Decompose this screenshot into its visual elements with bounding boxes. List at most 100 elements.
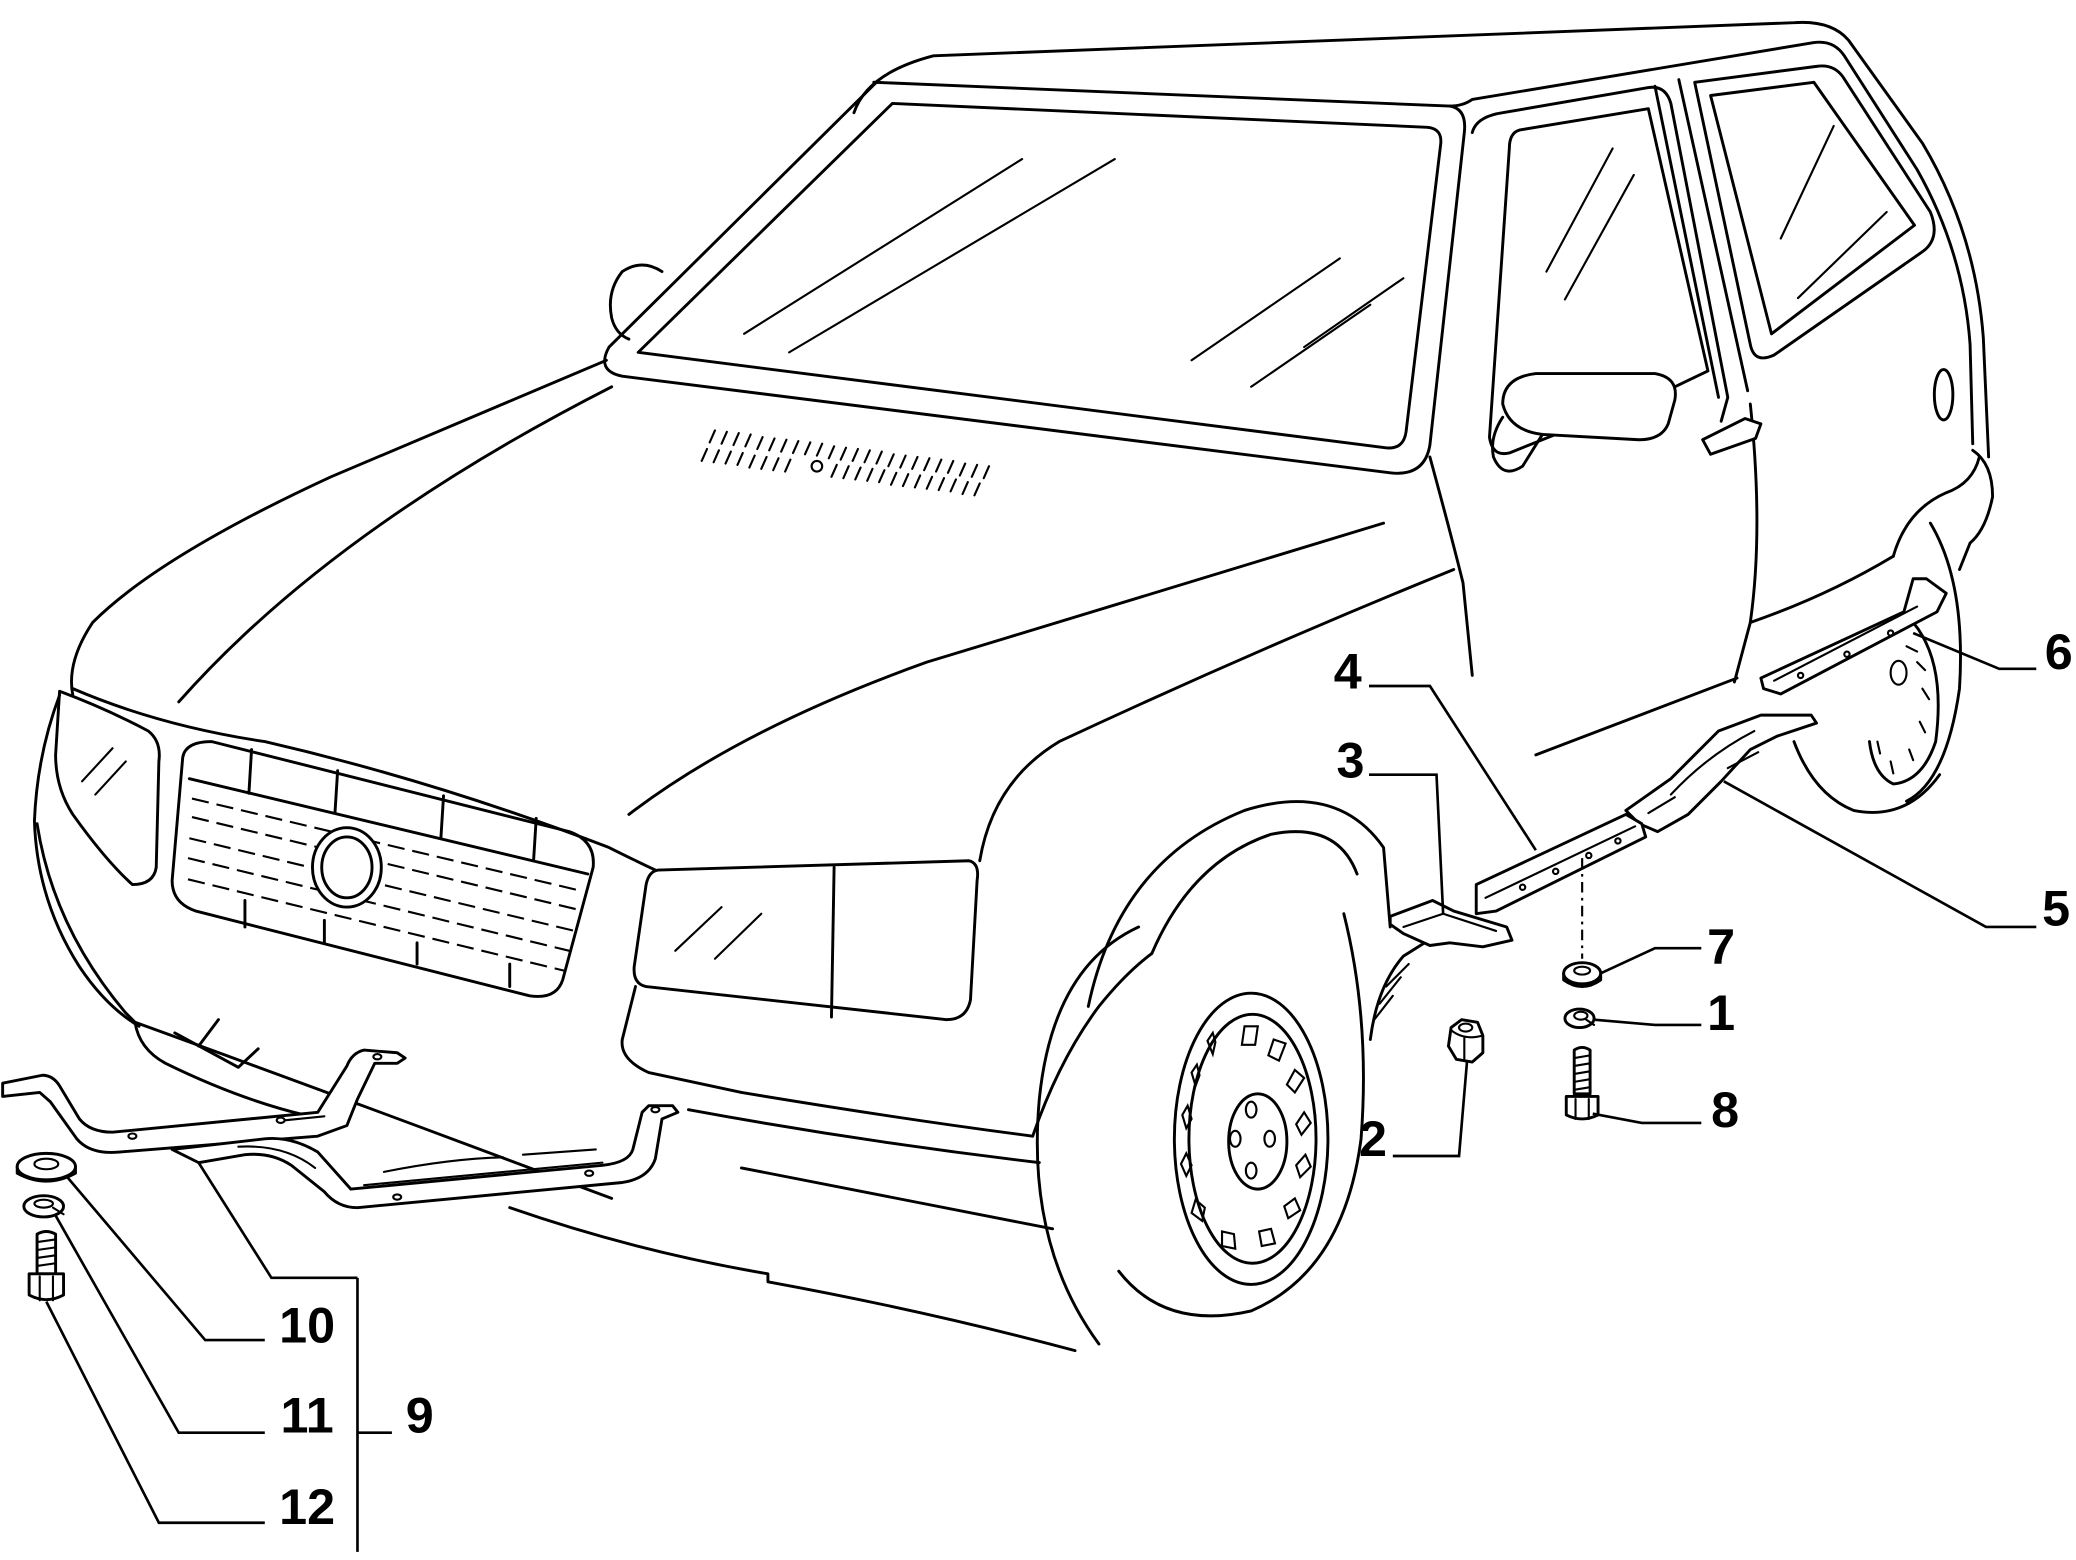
part-1-split <box>1585 1018 1596 1026</box>
callout-4: 4 <box>1334 643 1362 700</box>
part-5-rib <box>1647 729 1760 815</box>
rear-window-reflections <box>1779 124 1888 300</box>
callout-6: 6 <box>2045 623 2073 680</box>
left-side-mirror <box>608 263 664 341</box>
part-4-sill-rail <box>1474 812 1648 916</box>
front-bumper-top <box>35 822 614 1200</box>
windshield-reflections <box>743 157 1405 388</box>
hood-left-edge <box>70 358 608 697</box>
bumper-slot <box>173 1018 260 1069</box>
parts <box>1 577 1948 1302</box>
part-1-spring-washer-bore <box>1573 1010 1589 1021</box>
part-11-split <box>51 1206 65 1216</box>
callout-8: 8 <box>1711 1081 1739 1138</box>
leader-4 <box>1368 684 1537 851</box>
callout-labels: 1 2 3 4 5 6 7 8 9 10 11 12 <box>279 623 2073 1535</box>
part-3-front-bracket <box>1388 899 1514 949</box>
front-door-window-frame <box>1470 85 1730 423</box>
part-7-washer-bore <box>1573 965 1592 976</box>
front-wheel-arch <box>1086 800 1392 1008</box>
b-pillar <box>1653 78 1750 399</box>
callout-10: 10 <box>279 1297 335 1354</box>
grille-emblem-inner <box>320 835 374 900</box>
part-8-bolt-threads <box>1573 1054 1592 1091</box>
roof-top-line <box>852 20 1991 459</box>
front-valance <box>508 1206 1077 1353</box>
leader-12 <box>45 1301 265 1525</box>
callout-11: 11 <box>281 1387 334 1444</box>
part-9-skid-plate-holes <box>127 1053 661 1201</box>
indicator-divider <box>830 865 836 1019</box>
grille-bottom-row <box>243 899 512 988</box>
callout-9: 9 <box>406 1387 434 1444</box>
rear-hubcap-slots <box>1876 645 1931 775</box>
front-tire-left <box>1035 925 1141 1346</box>
grille-emblem <box>311 826 383 909</box>
bumper-right-mid <box>687 1108 1041 1165</box>
leader-2 <box>1392 1061 1469 1158</box>
hood-left-crease <box>177 385 614 704</box>
part-9-skid-plate-frame <box>1 1048 407 1154</box>
part-11-spring-washer <box>22 1194 66 1219</box>
roof-side-line <box>872 40 1975 446</box>
mirror-stalk <box>1491 415 1544 473</box>
hub-lug-holes <box>1228 1100 1277 1180</box>
front-door-window-reflections <box>1545 147 1635 301</box>
right-side-mirror <box>1501 372 1677 442</box>
rear-wheel-arch <box>1891 455 1981 558</box>
callout-3: 3 <box>1336 731 1364 788</box>
bumper-left-lower <box>133 1020 306 1117</box>
car-body <box>32 20 1995 1353</box>
left-fender-outline <box>32 693 141 1028</box>
part-12-bolt-shank <box>35 1230 58 1276</box>
leader-1 <box>1593 1018 1702 1027</box>
leader-lines <box>45 631 2037 1552</box>
front-tire-right <box>1117 912 1365 1318</box>
part-2-nut <box>1446 1018 1485 1064</box>
rear-side-window-frame <box>1693 64 1936 360</box>
part-8-bolt-head <box>1564 1094 1600 1121</box>
leader-11 <box>54 1214 265 1435</box>
part-10-washer-top <box>15 1151 77 1182</box>
front-door-window-glass <box>1488 107 1710 456</box>
hood-right-crease <box>627 521 1386 816</box>
grille-top-row <box>187 748 590 876</box>
bumper-right-upper <box>620 985 1035 1138</box>
rear-side-window-glass <box>1709 80 1916 336</box>
left-headlight <box>54 689 161 887</box>
door-front-edge <box>1428 455 1474 677</box>
fender-lower-front <box>1031 951 1154 1138</box>
part-5-sill-reinforcement <box>1624 713 1818 834</box>
callout-2: 2 <box>1359 1110 1387 1167</box>
door-handle <box>1701 417 1763 456</box>
callout-5: 5 <box>2042 880 2070 937</box>
leader-3 <box>1368 773 1445 914</box>
hub <box>1227 1092 1289 1191</box>
part-6-rear-sill-rail <box>1759 577 1948 696</box>
leader-10 <box>65 1175 265 1342</box>
leader-9-plate <box>197 1161 358 1280</box>
part-4-flange <box>1484 825 1637 899</box>
rear-tire <box>1792 521 1962 814</box>
hood-vent-slats <box>700 429 991 497</box>
windshield-glass <box>636 101 1443 450</box>
part-10-washer-bore <box>33 1157 60 1171</box>
right-headlight <box>632 859 980 1022</box>
part-12-bolt-threads <box>36 1238 57 1267</box>
door-sill-line <box>1534 676 1739 757</box>
part-2-nut-faces <box>1450 1029 1484 1062</box>
fender-crease <box>978 568 1456 863</box>
left-headlight-reflections <box>81 747 127 796</box>
bumper-right-lower <box>739 1166 1055 1231</box>
part-9-skid-plate-ribs <box>237 1115 604 1187</box>
part-8-bolt-head-faces <box>1574 1098 1590 1120</box>
rear-rim <box>1868 620 1940 786</box>
rear-body-lower <box>1748 554 1895 624</box>
leader-5 <box>1723 780 2037 929</box>
fender-shading <box>1373 962 1410 1021</box>
front-fender-lower <box>1368 925 1452 1041</box>
part-12-bolt-head <box>27 1272 66 1302</box>
callout-7: 7 <box>1707 918 1735 975</box>
part-9-skid-plate-panel <box>170 1104 680 1210</box>
